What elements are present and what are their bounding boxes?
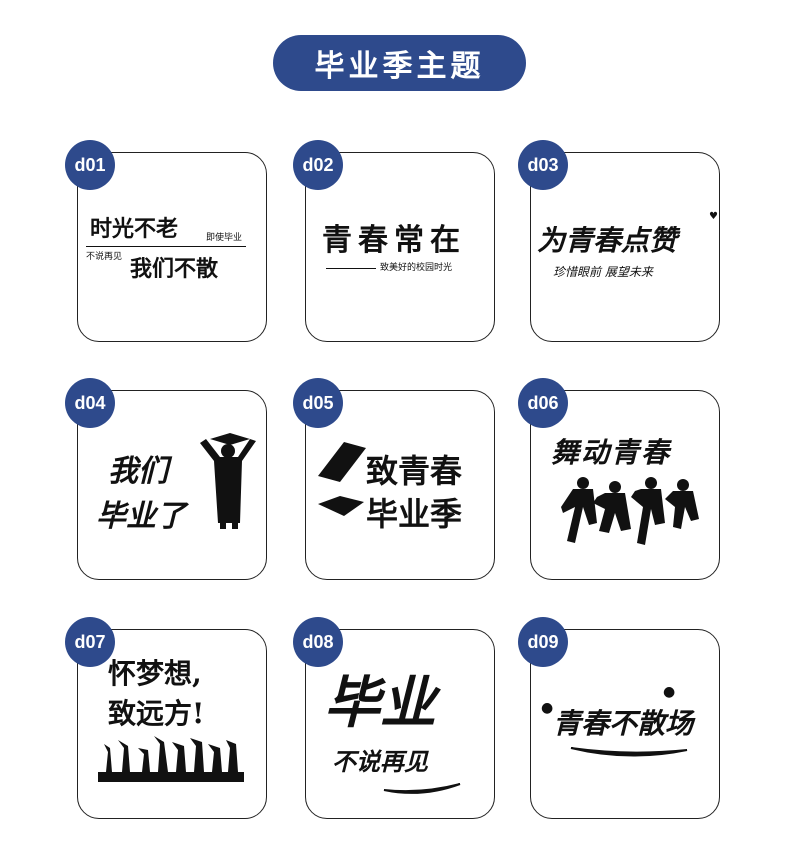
card-small-text: 即使毕业 bbox=[206, 233, 243, 243]
card-text-line1: 青春常在 bbox=[322, 223, 466, 258]
balloon-icon: ● bbox=[541, 700, 554, 716]
card-text-line1: 怀梦想, bbox=[108, 657, 202, 690]
page-title: 毕业季主题 bbox=[273, 35, 526, 91]
card-subtitle: 珍惜眼前 展望未来 bbox=[553, 265, 653, 279]
card-text-line1: 青春不散场 bbox=[553, 707, 694, 740]
theme-card-d05[interactable]: 致青春 毕业季 bbox=[305, 390, 495, 580]
item-code-badge: d06 bbox=[518, 378, 568, 428]
card-text-line1: 为青春点赞 bbox=[537, 224, 678, 257]
crowd-silhouette-icon bbox=[98, 736, 244, 782]
card-text-line1: 我们 bbox=[108, 454, 168, 489]
theme-card-d09[interactable]: ● ● 青春不散场 bbox=[530, 629, 720, 819]
graduation-cap-icon bbox=[318, 442, 366, 516]
card-subtitle: 致美好的校园时光 bbox=[380, 263, 453, 273]
item-code-badge: d08 bbox=[293, 617, 343, 667]
card-text-line1: 致青春 bbox=[366, 452, 463, 490]
card-small-text: 不说再见 bbox=[86, 252, 123, 262]
item-code-badge: d09 bbox=[518, 617, 568, 667]
card-text-line2: 毕业季 bbox=[366, 495, 463, 533]
divider-line bbox=[86, 246, 246, 247]
item-code-badge: d02 bbox=[293, 140, 343, 190]
card-text-line1: 舞动青春 bbox=[551, 436, 672, 469]
card-text-line1: 时光不老 bbox=[90, 216, 179, 242]
theme-card-d07[interactable]: 怀梦想, 致远方! bbox=[77, 629, 267, 819]
card-text-line2: 毕业了 bbox=[96, 499, 186, 534]
item-code-badge: d07 bbox=[65, 617, 115, 667]
theme-card-d03[interactable]: 为青春点赞 ♥ 珍惜眼前 展望未来 bbox=[530, 152, 720, 342]
card-text-line2: 我们不散 bbox=[130, 256, 219, 282]
balloon-icon: ● bbox=[663, 684, 676, 700]
theme-card-d01[interactable]: 时光不老 即使毕业 不说再见 我们不散 bbox=[77, 152, 267, 342]
divider-line bbox=[326, 268, 376, 269]
jumping-graduates-icon bbox=[561, 477, 699, 545]
card-text-line1: 毕业 bbox=[324, 670, 436, 736]
item-code-badge: d01 bbox=[65, 140, 115, 190]
graduate-silhouette-icon bbox=[200, 433, 256, 529]
card-text-line2: 不说再见 bbox=[332, 747, 428, 776]
heart-icon: ♥ bbox=[709, 211, 718, 222]
brush-stroke-icon bbox=[383, 783, 461, 794]
brush-stroke-icon bbox=[570, 747, 688, 757]
item-code-badge: d04 bbox=[65, 378, 115, 428]
theme-card-d02[interactable]: 青春常在 致美好的校园时光 bbox=[305, 152, 495, 342]
item-code-badge: d05 bbox=[293, 378, 343, 428]
theme-card-d04[interactable]: 我们 毕业了 bbox=[77, 390, 267, 580]
theme-card-d08[interactable]: 毕业 不说再见 bbox=[305, 629, 495, 819]
card-text-line2: 致远方! bbox=[108, 697, 205, 730]
theme-card-d06[interactable]: 舞动青春 bbox=[530, 390, 720, 580]
item-code-badge: d03 bbox=[518, 140, 568, 190]
